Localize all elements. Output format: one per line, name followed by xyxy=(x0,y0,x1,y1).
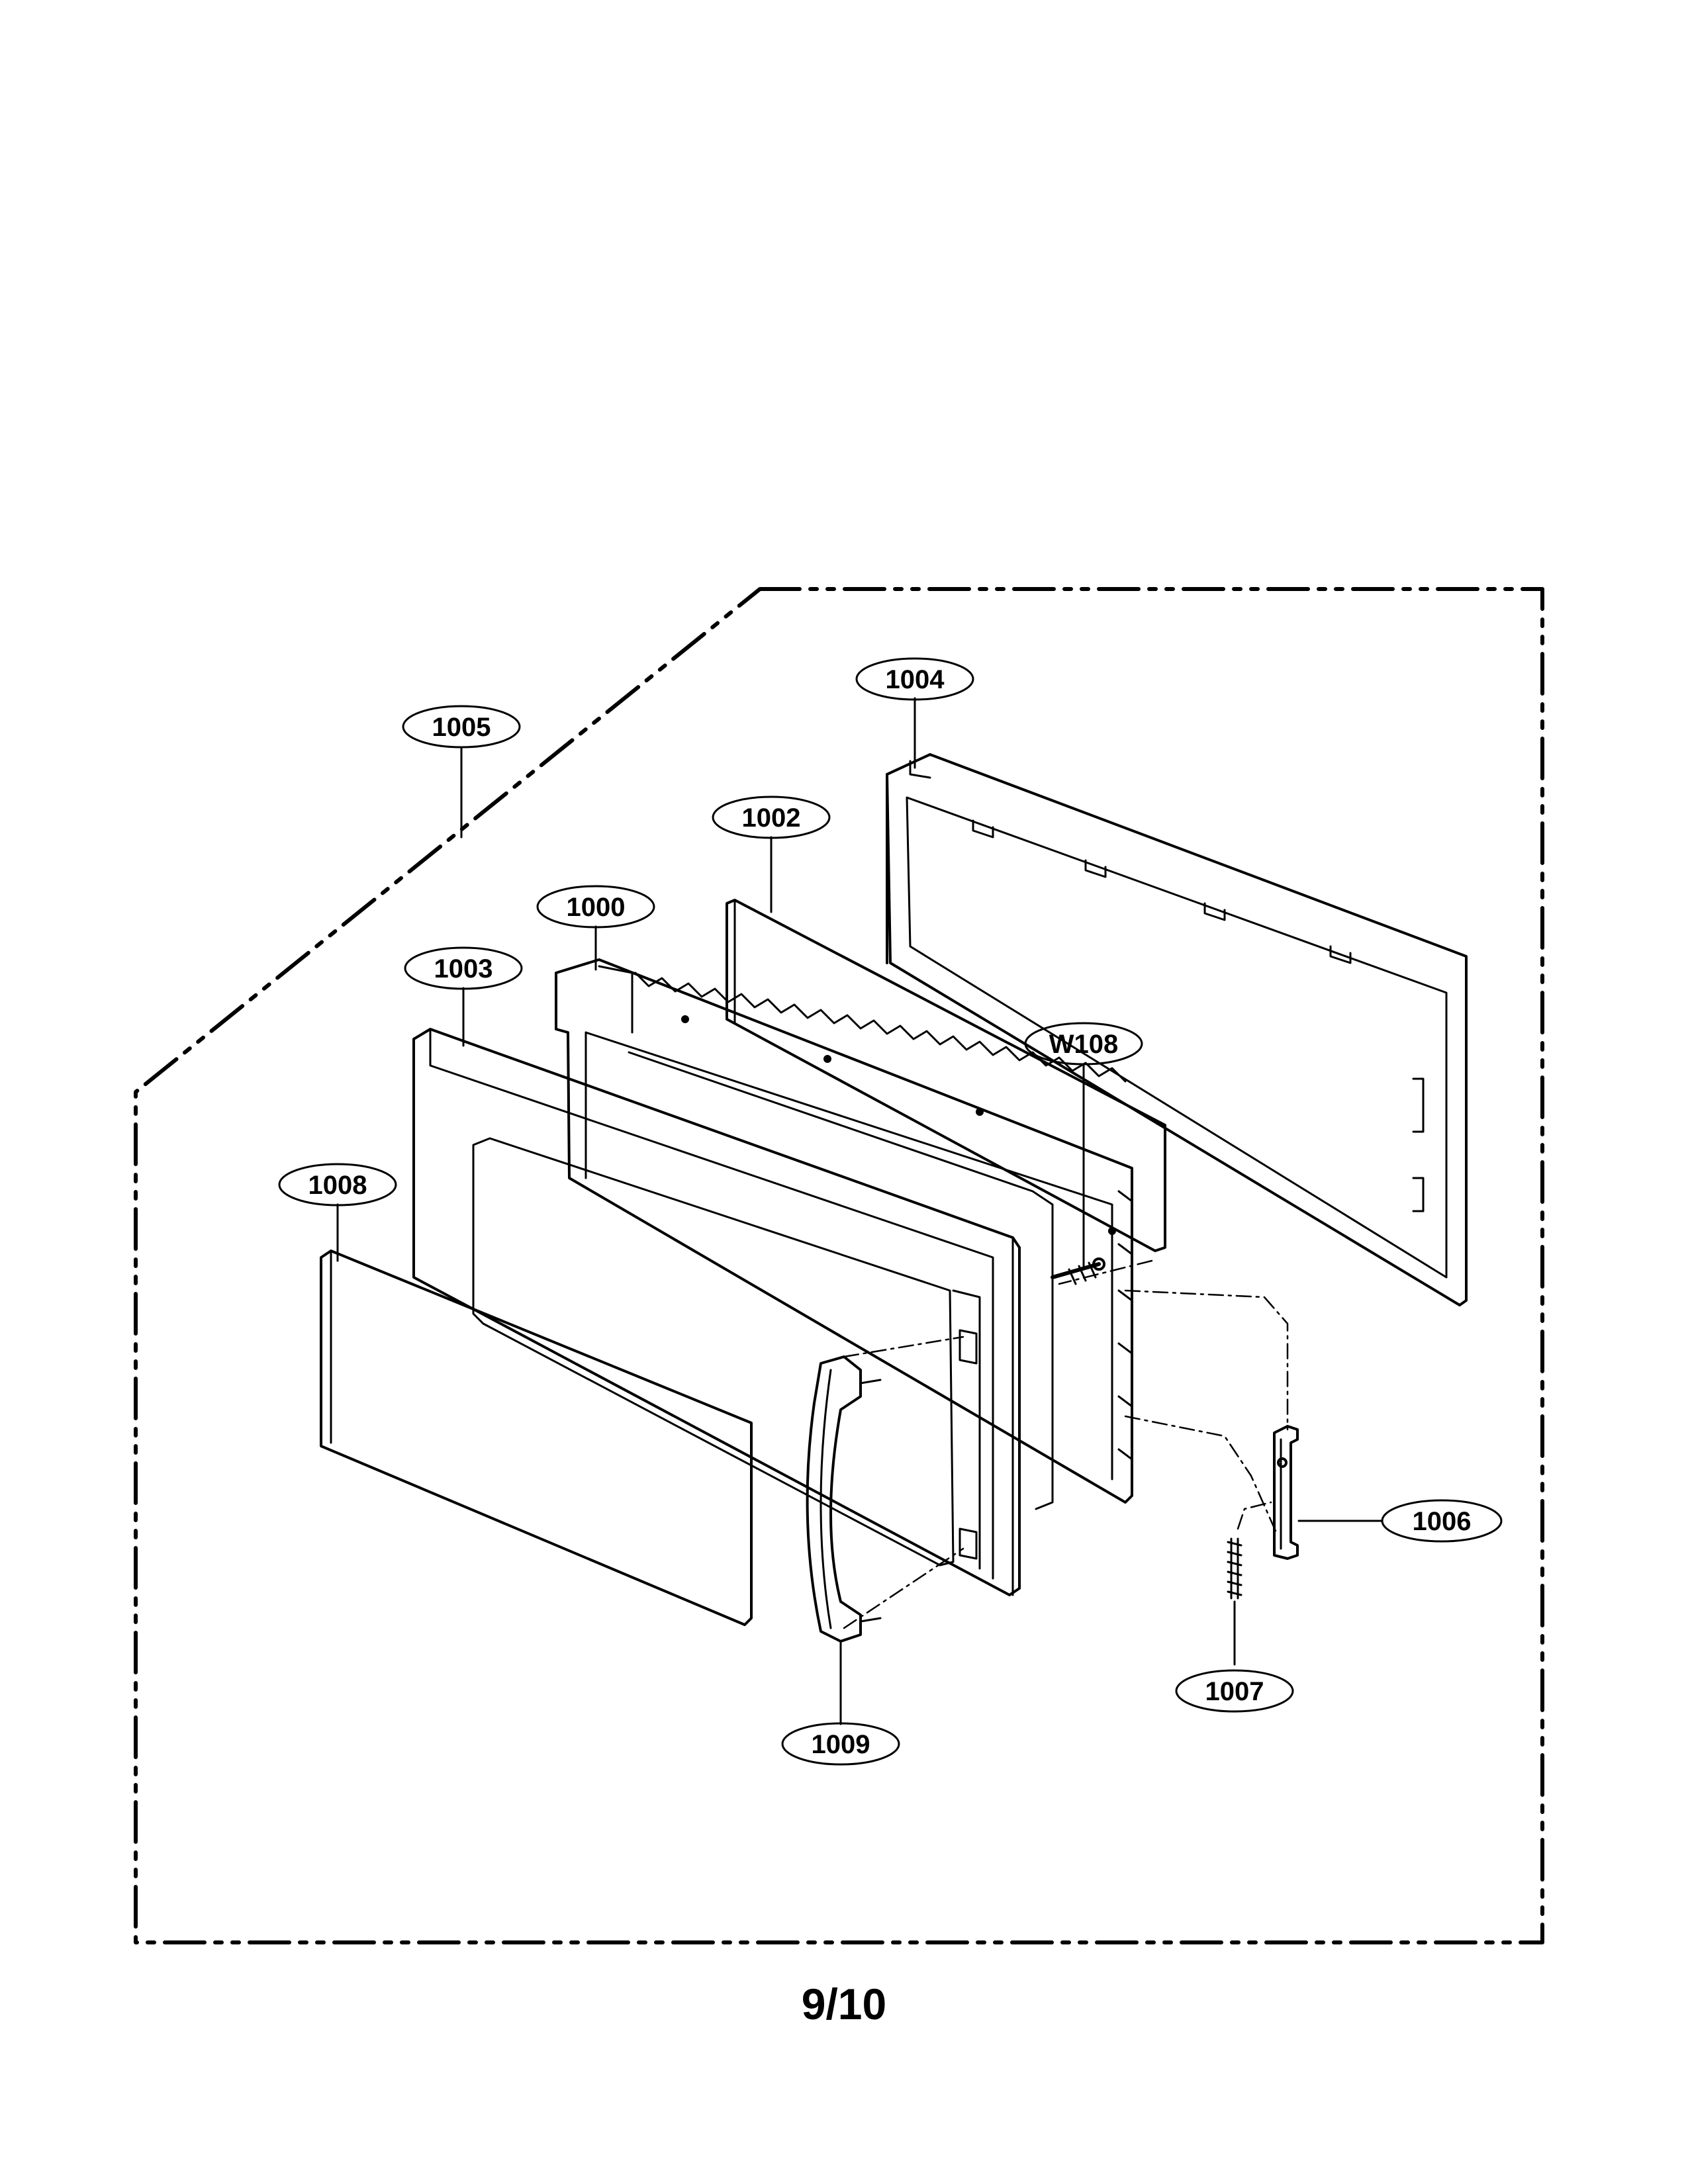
part-1006-latch xyxy=(1273,1425,1299,1560)
callout-1005-label: 1005 xyxy=(432,713,491,742)
alignment-lines xyxy=(843,1259,1289,1629)
part-1000-choke-frame xyxy=(555,958,1133,1504)
part-1002-panel xyxy=(726,899,1166,1252)
part-1004-frame xyxy=(886,753,1468,1306)
part-1008-glass-panel xyxy=(320,1250,753,1626)
callout-1008-label: 1008 xyxy=(308,1171,367,1200)
callout-1008: 1008 xyxy=(278,1163,397,1206)
callout-1004-label: 1004 xyxy=(886,665,945,694)
callout-1003-label: 1003 xyxy=(434,954,493,983)
callout-1005: 1005 xyxy=(402,705,521,749)
callout-1002: 1002 xyxy=(712,796,831,839)
callout-1006-label: 1006 xyxy=(1413,1507,1472,1536)
callout-1007-label: 1007 xyxy=(1205,1677,1264,1706)
part-1009-handle xyxy=(806,1355,882,1643)
part-1007-spring xyxy=(1227,1537,1243,1600)
callout-1004: 1004 xyxy=(855,657,974,701)
callout-1009: 1009 xyxy=(781,1722,900,1766)
callout-1000: 1000 xyxy=(536,885,655,929)
callout-1000-label: 1000 xyxy=(567,893,626,922)
part-w108-screw xyxy=(1051,1257,1105,1285)
leader-lines xyxy=(336,697,1383,1725)
callout-1007: 1007 xyxy=(1175,1669,1294,1713)
callout-1002-label: 1002 xyxy=(742,803,801,833)
part-1003-door-frame xyxy=(412,1028,1054,1596)
callout-1003: 1003 xyxy=(404,946,523,990)
assembly-boundary xyxy=(134,587,1544,1944)
callout-1006: 1006 xyxy=(1381,1499,1503,1543)
callout-w108: W108 xyxy=(1024,1022,1143,1066)
page-number: 9/10 xyxy=(801,1979,887,2028)
callout-w108-label: W108 xyxy=(1049,1030,1119,1059)
callout-1009-label: 1009 xyxy=(812,1730,870,1759)
